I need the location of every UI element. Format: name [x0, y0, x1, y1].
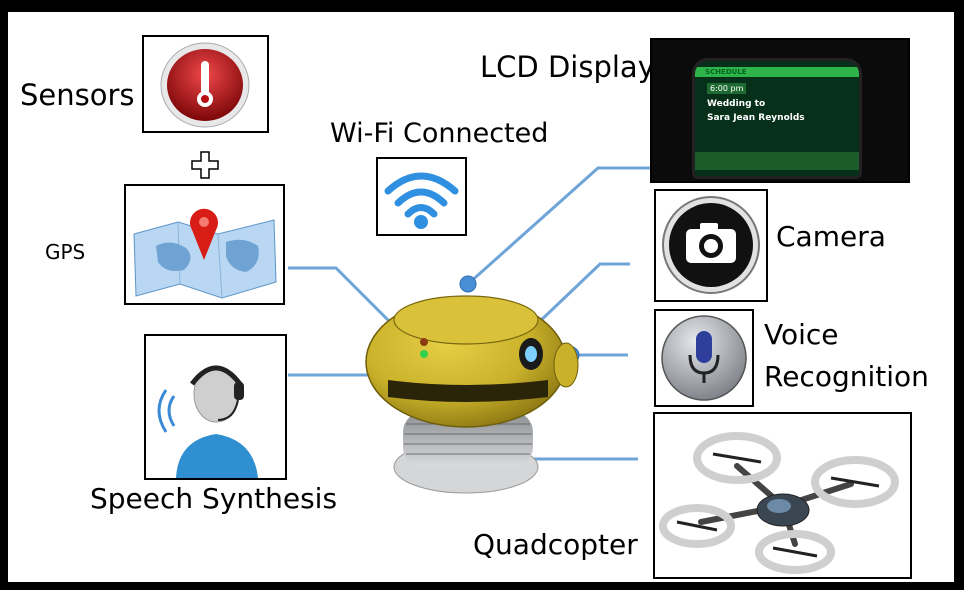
connector-camera — [534, 262, 630, 327]
camera-label: Camera — [776, 220, 886, 253]
lcd-time: 6:00 pm — [707, 83, 747, 94]
wifi-image-box — [376, 157, 467, 236]
quadcopter-icon — [659, 432, 899, 574]
speech-synthesis-label: Speech Synthesis — [90, 482, 338, 515]
camera-icon — [662, 196, 760, 294]
sensors-label: Sensors — [20, 78, 135, 112]
lcd-header: SCHEDULE — [695, 67, 859, 77]
voice-label-line1: Voice — [764, 318, 839, 351]
dot-lcd — [459, 275, 477, 293]
connector-gps — [288, 266, 405, 337]
quadcopter-image-box — [653, 412, 912, 579]
sensors-image-box — [142, 35, 269, 133]
diagram-canvas: Sensors GPS — [8, 12, 954, 582]
lcd-screen: SCHEDULE 6:00 pm Wedding to Sara Jean Re… — [692, 58, 862, 179]
map-pin-icon — [133, 208, 277, 299]
gps-label: GPS — [45, 240, 86, 264]
lcd-footer — [695, 152, 859, 170]
headset-person-icon — [157, 365, 258, 478]
wifi-label: Wi-Fi Connected — [330, 118, 549, 149]
quadcopter-label: Quadcopter — [473, 528, 638, 561]
plus-icon — [190, 150, 220, 180]
lcd-image-box: SCHEDULE 6:00 pm Wedding to Sara Jean Re… — [650, 38, 910, 183]
lcd-line1: Wedding to — [707, 99, 766, 109]
connector-lcd — [467, 166, 650, 286]
camera-image-box — [654, 189, 768, 302]
microphone-icon — [661, 315, 747, 401]
voice-image-box — [654, 309, 754, 407]
lcd-display-label: LCD Display — [480, 50, 655, 84]
voice-label-line2: Recognition — [764, 360, 929, 393]
thermometer-icon — [160, 42, 250, 128]
gps-image-box — [124, 184, 285, 305]
speech-image-box — [144, 334, 287, 480]
wifi-icon — [384, 172, 459, 229]
lcd-line2: Sara Jean Reynolds — [707, 113, 805, 123]
robot-illustration — [365, 295, 579, 494]
